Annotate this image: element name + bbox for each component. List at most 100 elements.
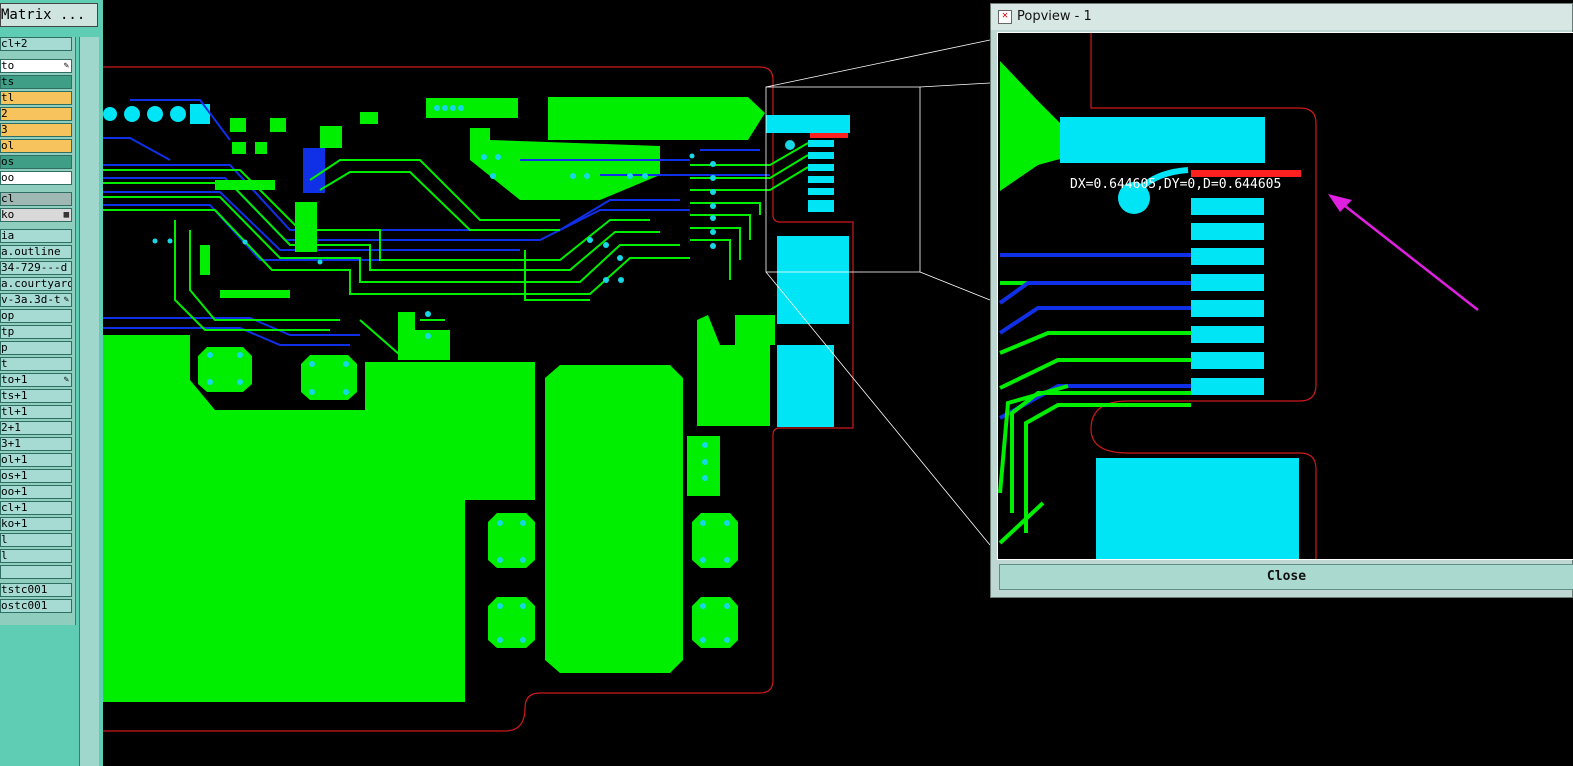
layer-item-label: ko+1 <box>1 517 28 530</box>
layer-item[interactable]: 34-729---d <box>0 261 72 275</box>
layer-item-label: os+1 <box>1 469 28 482</box>
popview-window: ✕ Popview - 1 <box>990 3 1573 598</box>
sidebar-scrollbar[interactable] <box>79 37 99 766</box>
copper-small <box>398 312 450 360</box>
popview-title: Popview - 1 <box>1017 9 1092 24</box>
zoom-cyan-pad-top <box>1060 117 1265 163</box>
layer-item-label: l <box>1 533 8 546</box>
layer-item[interactable]: l <box>0 549 72 563</box>
ic-components <box>105 112 378 438</box>
red-marker <box>810 133 848 138</box>
arrow-line <box>1339 201 1479 311</box>
layer-item[interactable]: tl <box>0 91 72 105</box>
zoom-traces <box>998 253 1191 545</box>
blue-block <box>303 148 325 193</box>
layer-item[interactable]: 3+1 <box>0 437 72 451</box>
layer-item[interactable]: 3 <box>0 123 72 137</box>
zoom-cyan-pad-bottom <box>1096 458 1299 559</box>
layer-item-label: ko <box>1 208 15 221</box>
popview-titlebar[interactable]: ✕ Popview - 1 <box>991 4 1572 30</box>
layer-item-label: 2 <box>1 107 8 120</box>
copper-pour-center <box>545 365 683 673</box>
zoom-callout-lines <box>765 39 991 546</box>
layer-item[interactable]: p <box>0 341 72 355</box>
layer-item-label: ia <box>1 229 15 242</box>
layer-item[interactable]: a.outline <box>0 245 72 259</box>
copper-pad-top <box>426 98 518 118</box>
layer-item-label: p <box>1 341 8 354</box>
copper-pour-right <box>697 315 770 426</box>
layer-item-label: ts+1 <box>1 389 28 402</box>
layer-item-label: tp <box>1 325 15 338</box>
zoomed-pcb <box>998 33 1317 559</box>
layer-item-label: ostc001 <box>1 599 48 612</box>
close-button[interactable]: Close <box>999 564 1573 590</box>
layer-item[interactable]: oo <box>0 171 72 185</box>
layer-item-label: ol <box>1 139 15 152</box>
layer-item-label: oo+1 <box>1 485 28 498</box>
layer-item[interactable]: cl+2 <box>0 37 72 51</box>
layer-item-label: cl+2 <box>1 37 28 50</box>
layer-item[interactable]: tp <box>0 325 72 339</box>
layer-item-label: a.outline <box>1 245 61 258</box>
layer-item-label: cl+1 <box>1 501 28 514</box>
layer-item[interactable]: l <box>0 533 72 547</box>
copper-pour-top <box>548 97 765 140</box>
layer-item[interactable]: op <box>0 309 72 323</box>
layer-item[interactable]: tstc001 <box>0 583 72 597</box>
layer-item-label: op <box>1 309 15 322</box>
layer-item[interactable]: ko ▦ <box>0 208 72 222</box>
layer-item-label: to <box>1 59 15 72</box>
layer-item[interactable]: ts <box>0 75 72 89</box>
layer-item[interactable]: tl+1 <box>0 405 72 419</box>
octagon-pads <box>198 347 738 648</box>
layer-item[interactable]: to+1✎ <box>0 373 72 387</box>
layer-item[interactable]: a.courtyard <box>0 277 72 291</box>
layer-item-label: 3+1 <box>1 437 21 450</box>
layer-item-label: 3 <box>1 123 8 136</box>
layer-item-label: tl <box>1 91 15 104</box>
layer-item[interactable]: ostc001 <box>0 599 72 613</box>
layer-item[interactable]: 2+1 <box>0 421 72 435</box>
layer-item-label: oo <box>1 171 15 184</box>
layer-item-label: 34-729---d <box>1 261 68 274</box>
green-traces <box>103 142 809 356</box>
layer-item[interactable]: oo+1 <box>0 485 72 499</box>
layer-item-label: to+1 <box>1 373 28 386</box>
layer-item[interactable]: 2 <box>0 107 72 121</box>
layer-item-label: os <box>1 155 15 168</box>
layer-item[interactable]: ol <box>0 139 72 153</box>
layer-item[interactable]: ts+1 <box>0 389 72 403</box>
layer-item-label: l <box>1 549 8 562</box>
layer-item-label: ol+1 <box>1 453 28 466</box>
popview-zoom-canvas[interactable]: DX=0.644605,DY=0,D=0.644605 <box>997 32 1573 560</box>
layer-item[interactable]: to ✎ <box>0 59 72 73</box>
layer-edit-icon: ▦ <box>63 210 69 220</box>
copper-pour-main <box>103 335 535 702</box>
layer-item[interactable]: v-3a.3d-t✎ <box>0 293 72 307</box>
cyan-pads <box>103 104 850 427</box>
layer-item[interactable]: ol+1 <box>0 453 72 467</box>
layer-item[interactable]: ia <box>0 229 72 243</box>
layer-item[interactable]: ko+1 <box>0 517 72 531</box>
matrix-title-button[interactable]: Matrix ... <box>0 3 98 27</box>
layer-item[interactable] <box>0 565 72 579</box>
layer-item-label: cl <box>1 192 15 205</box>
layer-item[interactable]: os+1 <box>0 469 72 483</box>
layer-item-label: ts <box>1 75 15 88</box>
measurement-readout: DX=0.644605,DY=0,D=0.644605 <box>1070 177 1282 192</box>
layer-item[interactable]: cl+1 <box>0 501 72 515</box>
layer-item-label: a.courtyard <box>1 277 72 290</box>
layer-item[interactable]: t <box>0 357 72 371</box>
layer-item[interactable]: cl <box>0 192 72 206</box>
layer-item-label: 2+1 <box>1 421 21 434</box>
layer-item-label: tstc001 <box>1 583 48 596</box>
layer-edit-icon: ✎ <box>63 61 69 71</box>
layer-item[interactable]: os <box>0 155 72 169</box>
annotation-arrow <box>1328 194 1479 311</box>
zoom-green-pad <box>1000 61 1060 191</box>
zoom-connector-pins <box>1191 198 1264 395</box>
